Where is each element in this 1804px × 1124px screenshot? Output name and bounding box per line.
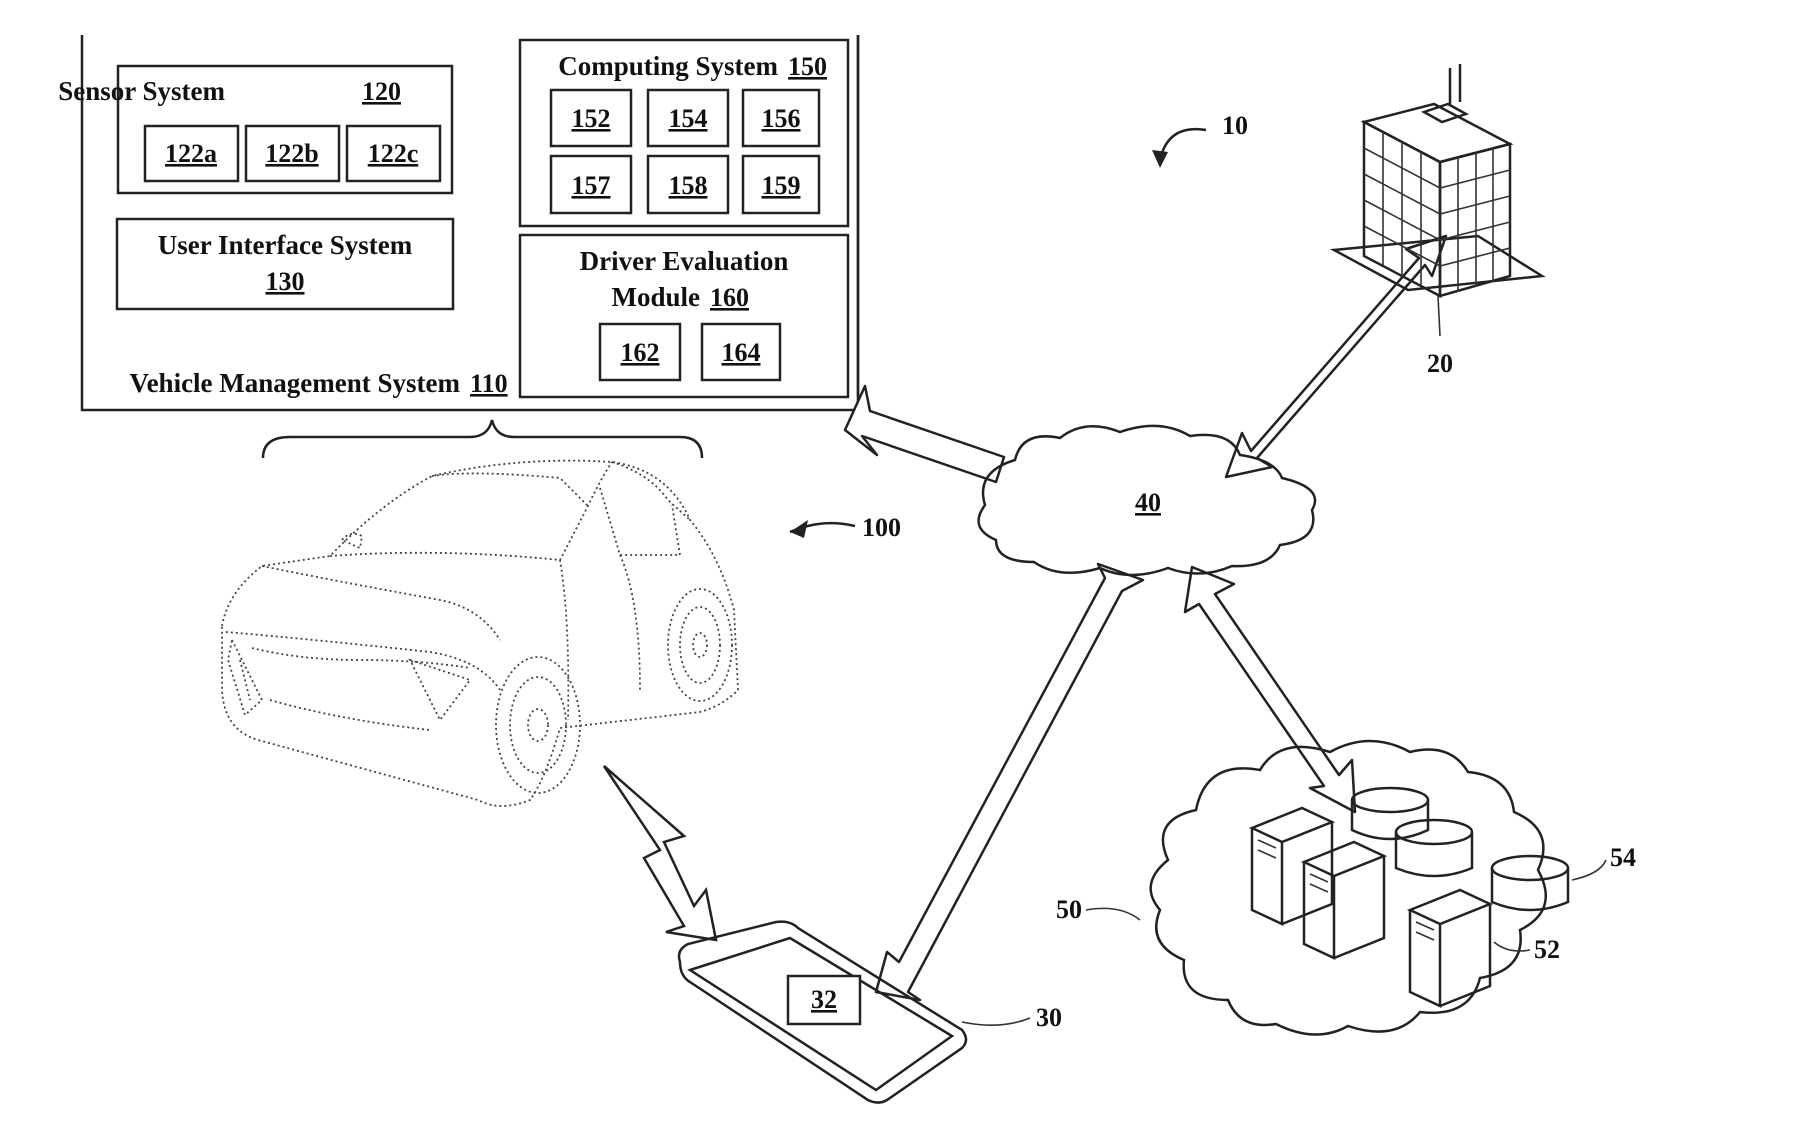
arrow-network-phone bbox=[874, 562, 1145, 1002]
building-icon bbox=[1329, 64, 1546, 299]
user-interface-system-label: User Interface System bbox=[158, 230, 413, 260]
server-icon bbox=[1248, 806, 1494, 1008]
driver-evaluation-item-label: 162 bbox=[621, 338, 660, 367]
sensor-item-label: 122b bbox=[265, 139, 318, 168]
ref-network: 40 bbox=[1135, 488, 1161, 517]
computing-item-box bbox=[646, 154, 730, 215]
network-cloud-icon bbox=[977, 424, 1317, 577]
computing-item-label: 157 bbox=[572, 171, 611, 200]
computing-system-label: Computing System bbox=[558, 51, 778, 81]
computing-item-label: 156 bbox=[762, 104, 801, 133]
ref-server: 52 bbox=[1534, 935, 1560, 964]
leader-20 bbox=[1437, 295, 1441, 337]
sensor-system-ref: 120 bbox=[362, 77, 401, 106]
sensor-item-label: 122c bbox=[368, 139, 419, 168]
ref-system: 10 bbox=[1222, 111, 1248, 140]
computing-item-box bbox=[741, 154, 821, 215]
arrowhead bbox=[790, 520, 808, 538]
sensor-item-box bbox=[345, 124, 442, 183]
computing-item-label: 154 bbox=[669, 104, 708, 133]
vehicle-management-system-label: Vehicle Management System bbox=[130, 368, 461, 398]
computing-item-box bbox=[646, 88, 730, 148]
vehicle-management-system-ref: 110 bbox=[470, 369, 508, 398]
vehicle-management-system: Sensor System 120 122a 122b 122c User In… bbox=[58, 35, 860, 412]
driver-evaluation-item-label: 164 bbox=[722, 338, 761, 367]
smartphone-icon: 32 bbox=[677, 920, 968, 1104]
leader-52 bbox=[1493, 941, 1531, 952]
ref-building: 20 bbox=[1427, 349, 1453, 378]
arrow-network-servers bbox=[1183, 565, 1357, 814]
wireless-signal-icon bbox=[602, 765, 718, 942]
user-interface-system-box bbox=[115, 217, 455, 311]
computing-item-box bbox=[741, 88, 821, 148]
sensor-item-label: 122a bbox=[165, 139, 217, 168]
user-interface-system-ref: 130 bbox=[266, 267, 305, 296]
sensor-item-box bbox=[143, 124, 240, 183]
arrowhead bbox=[1152, 150, 1168, 168]
ref-database: 54 bbox=[1610, 843, 1636, 872]
driver-evaluation-label-line1: Driver Evaluation bbox=[580, 246, 789, 276]
driver-evaluation-ref: 160 bbox=[710, 283, 749, 312]
computing-item-box bbox=[549, 88, 633, 148]
driver-evaluation-item-box bbox=[700, 322, 782, 382]
arrow-network-building bbox=[1224, 234, 1448, 479]
vehicle-icon bbox=[221, 459, 739, 807]
ref-cloud: 50 bbox=[1056, 895, 1082, 924]
ref-phone: 30 bbox=[1036, 1003, 1062, 1032]
ref-vehicle: 100 bbox=[862, 513, 901, 542]
arrow-network-vms bbox=[843, 384, 1006, 484]
sensor-item-box bbox=[244, 124, 341, 183]
ref-phone-module: 32 bbox=[811, 985, 837, 1014]
phone-module-box bbox=[786, 974, 862, 1026]
ref-arrow-10 bbox=[1158, 127, 1207, 161]
computing-system-ref: 150 bbox=[788, 52, 827, 81]
leader-30 bbox=[961, 1017, 1031, 1026]
driver-evaluation-label-line2: Module bbox=[611, 282, 700, 312]
computing-item-label: 159 bbox=[762, 171, 801, 200]
computing-item-box bbox=[549, 154, 633, 215]
leader-50 bbox=[1085, 907, 1141, 921]
driver-evaluation-item-box bbox=[598, 322, 682, 382]
driver-evaluation-module-box bbox=[518, 233, 850, 399]
computing-item-label: 158 bbox=[669, 171, 708, 200]
brace bbox=[261, 419, 704, 459]
computing-item-label: 152 bbox=[572, 104, 611, 133]
leader-54 bbox=[1571, 859, 1607, 881]
server-cloud-icon bbox=[1149, 739, 1547, 1036]
sensor-system-label: Sensor System bbox=[58, 76, 225, 106]
database-icon bbox=[1350, 786, 1570, 912]
